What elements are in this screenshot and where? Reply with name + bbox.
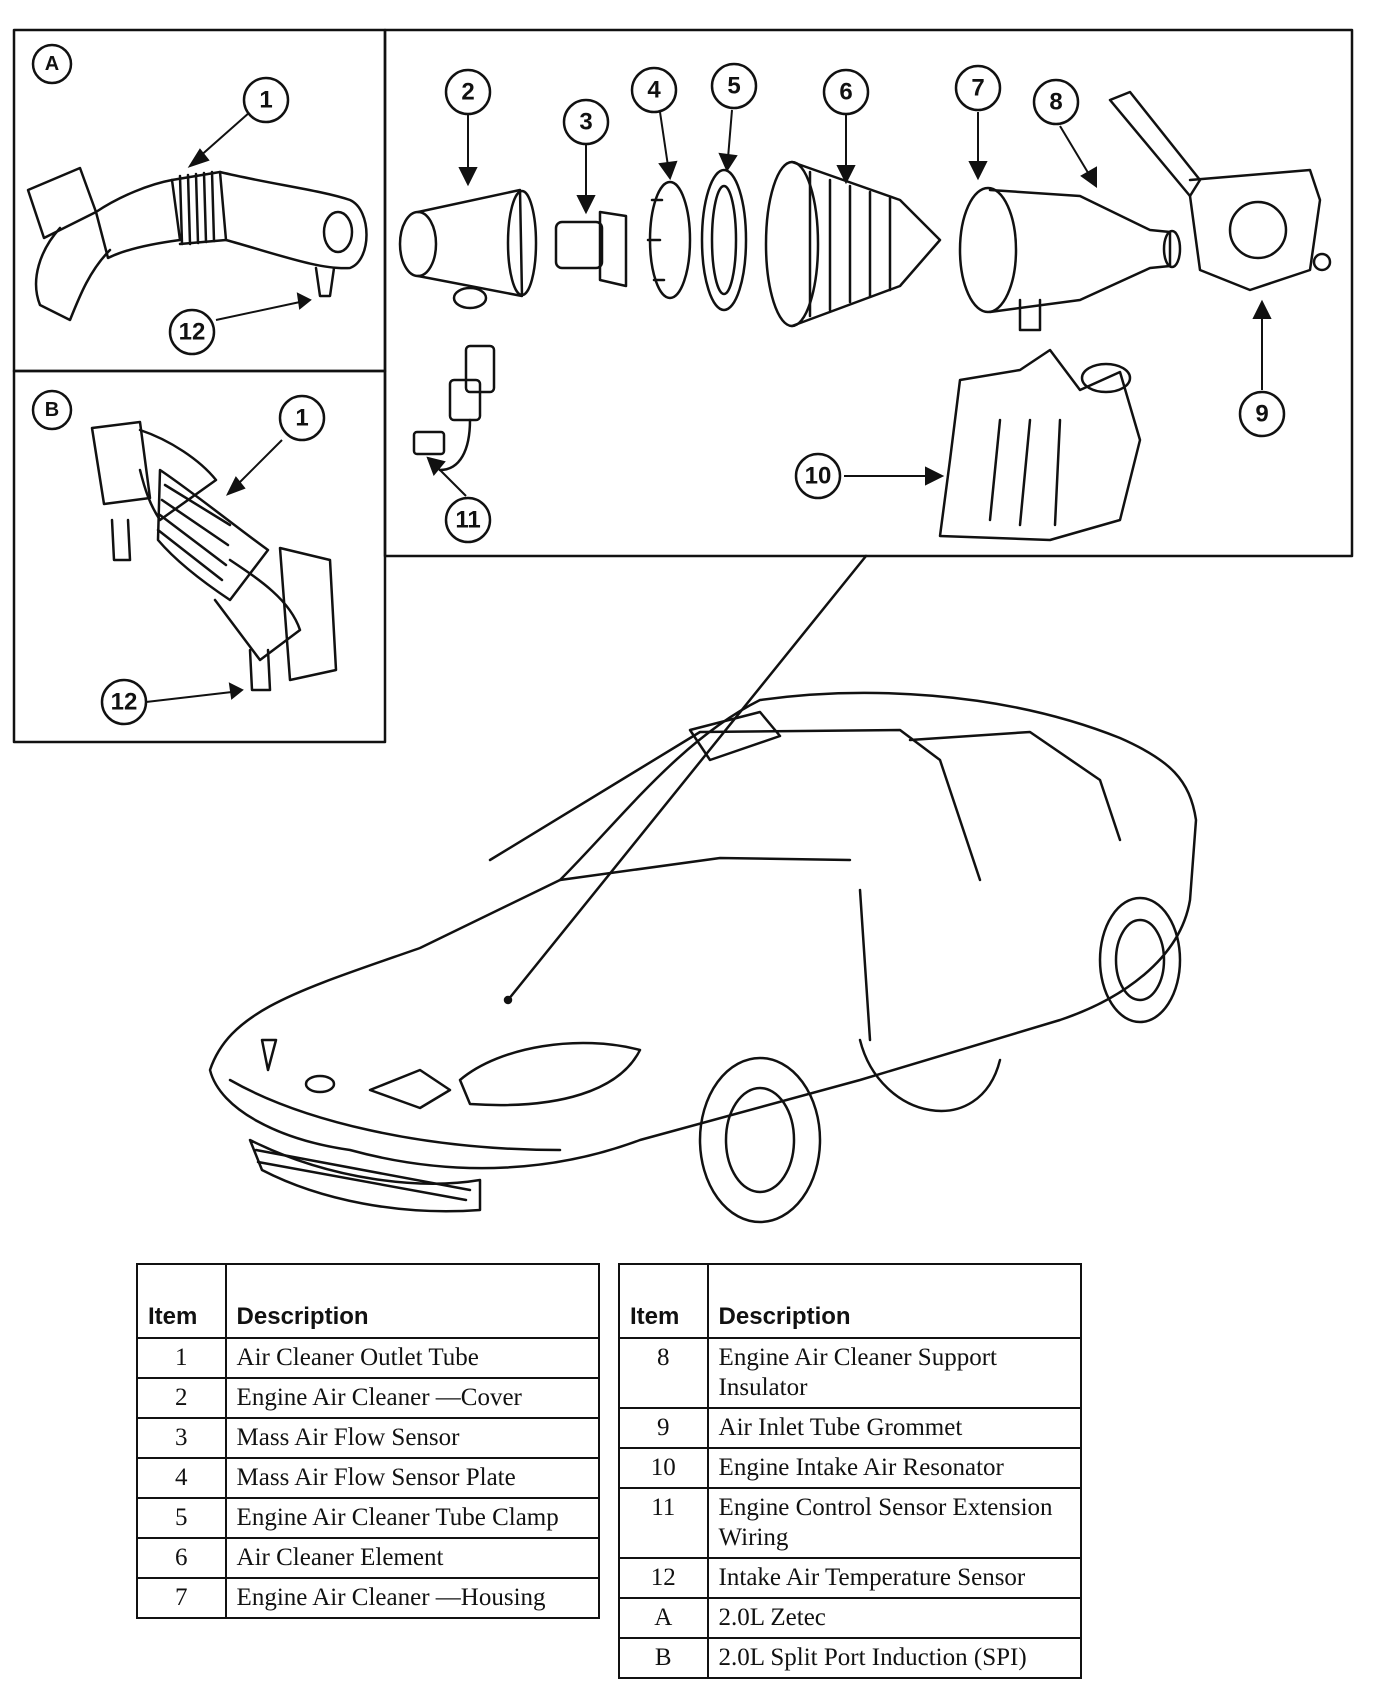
panel-b-frame [12,369,387,744]
callout-1b-circle [278,394,326,442]
callout-11-circle [444,496,492,544]
callout-label: 2 [461,79,474,106]
callout-label: 6 [839,79,852,106]
callout-5-circle [710,62,758,110]
callout-10-circle [794,452,842,500]
item-description: Engine Intake Air Resonator [706,1447,1083,1489]
item-number: 5 [136,1497,227,1539]
callout-3-circle [562,98,610,146]
item-number: 11 [618,1487,709,1559]
item-description: Mass Air Flow Sensor [224,1417,601,1459]
callout-6-circle [822,68,870,116]
item-header: Item [136,1263,227,1339]
air-cleaner-cover [398,188,538,310]
callout-label: 11 [455,507,480,534]
item-number: 8 [618,1337,709,1409]
locator-dot [503,995,513,1005]
tube-clamp [700,168,748,312]
callout-7-circle [954,64,1002,112]
callout-9-circle [1238,390,1286,438]
callout-label: B [45,399,59,421]
exploded-view-frame [383,28,1354,558]
item-number: 3 [136,1417,227,1459]
callout-label: 9 [1255,401,1268,428]
callout-label: 12 [111,689,138,716]
item-number: 1 [136,1337,227,1379]
callout-label: 3 [579,109,592,136]
description-header: Description [224,1263,601,1339]
callout-12a-circle [168,308,216,356]
callout-8-circle [1032,78,1080,126]
vehicle-outline [208,691,1198,1224]
panel-a-outlet-tube [26,166,368,322]
callout-label: 7 [971,75,984,102]
item-number: 4 [136,1457,227,1499]
callout-label: 12 [179,319,206,346]
callout-label: 5 [727,73,740,100]
callout-label: 1 [259,87,272,114]
item-number: 7 [136,1577,227,1619]
item-description: Engine Air Cleaner —Cover [224,1377,601,1419]
item-header: Item [618,1263,709,1339]
callout-1a-circle [242,76,290,124]
support-bracket [1108,90,1332,292]
item-description: Engine Air Cleaner —Housing [224,1577,601,1619]
callout-12b-circle [100,678,148,726]
item-number: 2 [136,1377,227,1419]
callout-label: 8 [1049,89,1062,116]
item-description: Mass Air Flow Sensor Plate [224,1457,601,1499]
maf-sensor-plate [646,180,692,300]
callout-label: 1 [295,405,308,432]
item-number: B [618,1637,709,1679]
item-description: 2.0L Zetec [706,1597,1083,1639]
item-number: 10 [618,1447,709,1489]
item-description: Engine Control Sensor Extension Wiring [706,1487,1083,1559]
callout-label: 4 [647,77,661,104]
callout-2-circle [444,68,492,116]
callout-4-circle [630,66,678,114]
item-number: 6 [136,1537,227,1579]
intake-air-resonator [938,348,1142,542]
item-description: Air Inlet Tube Grommet [706,1407,1083,1449]
callout-label: A [45,53,59,75]
panel-b-spi-tube [90,420,338,692]
item-number: 9 [618,1407,709,1449]
locator-leader-line [506,554,868,1002]
item-description: Intake Air Temperature Sensor [706,1557,1083,1599]
callout-label: 10 [805,463,832,490]
mass-air-flow-sensor [554,210,628,288]
extension-wiring [412,344,496,472]
item-description: Air Cleaner Element [224,1537,601,1579]
item-description: 2.0L Split Port Induction (SPI) [706,1637,1083,1679]
item-description: Engine Air Cleaner Support Insulator [706,1337,1083,1409]
item-number: A [618,1597,709,1639]
item-description: Air Cleaner Outlet Tube [224,1337,601,1379]
item-description: Engine Air Cleaner Tube Clamp [224,1497,601,1539]
callout-b-circle [31,389,73,431]
air-cleaner-housing [958,186,1182,332]
item-number: 12 [618,1557,709,1599]
air-cleaner-element [764,160,942,328]
callout-a-circle [31,43,73,85]
description-header: Description [706,1263,1083,1339]
